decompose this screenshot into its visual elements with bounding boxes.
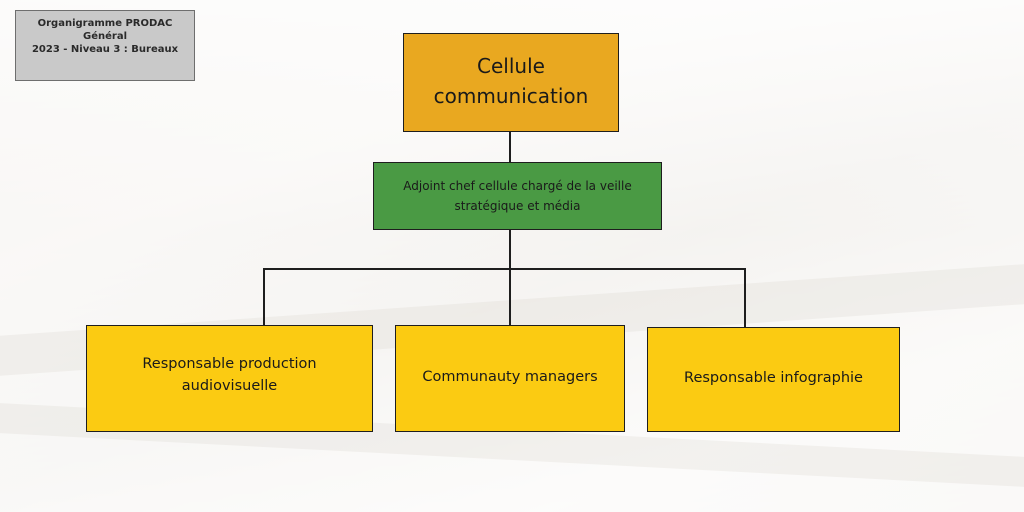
org-node-deputy-label: Adjoint chef cellule chargé de la veille…: [403, 179, 632, 213]
org-node-infographics-label: Responsable infographie: [684, 369, 863, 386]
org-node-infographics: Responsable infographie: [647, 327, 900, 432]
org-node-audiovisual: Responsable production audiovisuelle: [86, 325, 373, 432]
chart-title-line-2: Général: [83, 31, 127, 42]
org-node-deputy: Adjoint chef cellule chargé de la veille…: [373, 162, 662, 230]
org-node-audiovisual-label: Responsable production audiovisuelle: [142, 355, 317, 394]
chart-title-box: Organigramme PRODAC Général 2023 - Nivea…: [15, 10, 195, 81]
chart-title-line-3: 2023 - Niveau 3 : Bureaux: [31, 44, 179, 55]
org-node-community-managers: Communauty managers: [395, 325, 625, 432]
org-node-root: Cellule communication: [403, 33, 619, 132]
org-node-community-managers-label: Communauty managers: [422, 368, 598, 385]
org-node-root-label: Cellule communication: [433, 53, 589, 108]
chart-title-line-1: Organigramme PRODAC: [37, 18, 173, 29]
